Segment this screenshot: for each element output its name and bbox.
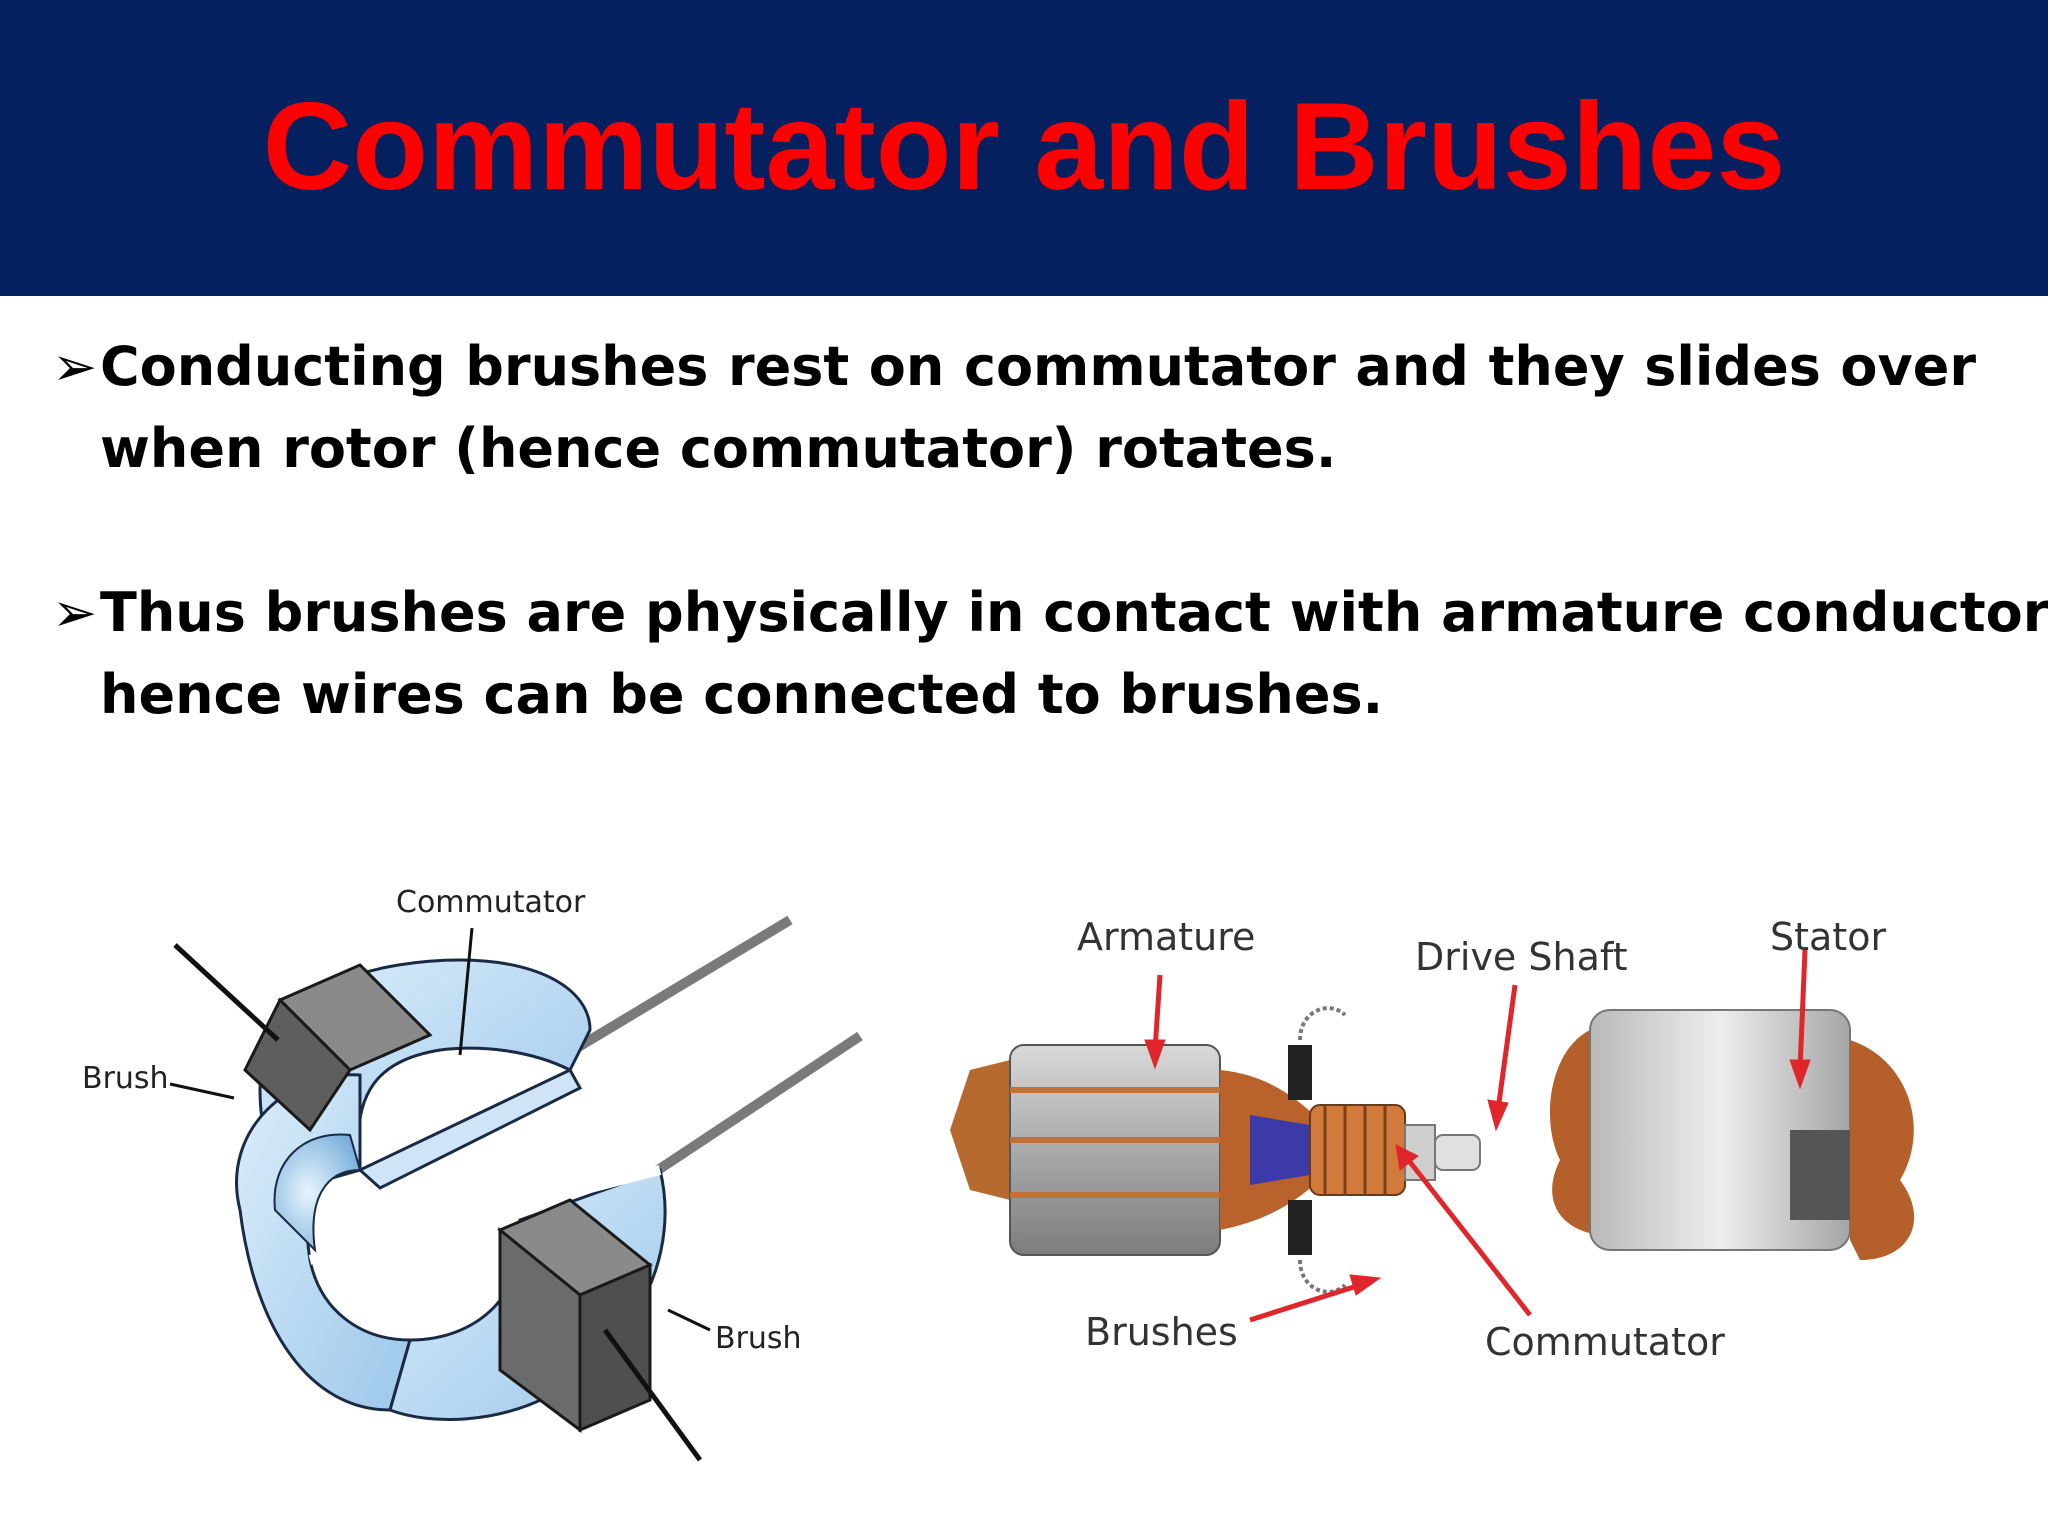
armature-shape	[950, 1044, 1330, 1256]
motor-parts-diagram: Armature Drive Shaft Stator Brushes Comm…	[950, 915, 1915, 1364]
label-armature: Armature	[1077, 915, 1255, 959]
shaft-lower	[637, 1031, 863, 1187]
bullet-1-line-2: when rotor (hence commutator) rotates.	[100, 417, 1337, 480]
label-drive-shaft: Drive Shaft	[1415, 935, 1628, 979]
bullet-2: ➢ Thus brushes are physically in contact…	[52, 572, 2048, 742]
label-commutator: Commutator	[396, 885, 586, 920]
title-bar: Commutator and Brushes	[0, 0, 2048, 296]
label-stator: Stator	[1770, 915, 1886, 959]
label-brushes: Brushes	[1085, 1310, 1238, 1354]
shaft-upper	[567, 915, 793, 1057]
brushes-shape	[1288, 1006, 1347, 1294]
bullet-1-line-1: Conducting brushes rest on commutator an…	[100, 335, 1976, 398]
commutator-shape	[1309, 1104, 1481, 1196]
bullet-arrow-icon: ➢	[52, 335, 98, 398]
brush-top-shape	[173, 943, 433, 1133]
label-arrows	[1144, 949, 1811, 1323]
label-commutator-right: Commutator	[1485, 1320, 1725, 1364]
bullet-1: ➢ Conducting brushes rest on commutator …	[52, 326, 1976, 496]
bullet-arrow-icon: ➢	[52, 581, 98, 644]
label-brush-bottom: Brush	[715, 1321, 802, 1356]
stator-shape	[1550, 1009, 1915, 1260]
label-brush-top: Brush	[82, 1061, 169, 1096]
commutator-brush-diagram: Commutator Brush Brush	[82, 885, 863, 1462]
bullet-2-line-1: Thus brushes are physically in contact w…	[100, 581, 2048, 644]
brush-bottom-shape	[497, 1198, 703, 1462]
bullet-2-line-2: hence wires can be connected to brushes.	[100, 663, 1384, 726]
slide-title: Commutator and Brushes	[262, 78, 1786, 216]
